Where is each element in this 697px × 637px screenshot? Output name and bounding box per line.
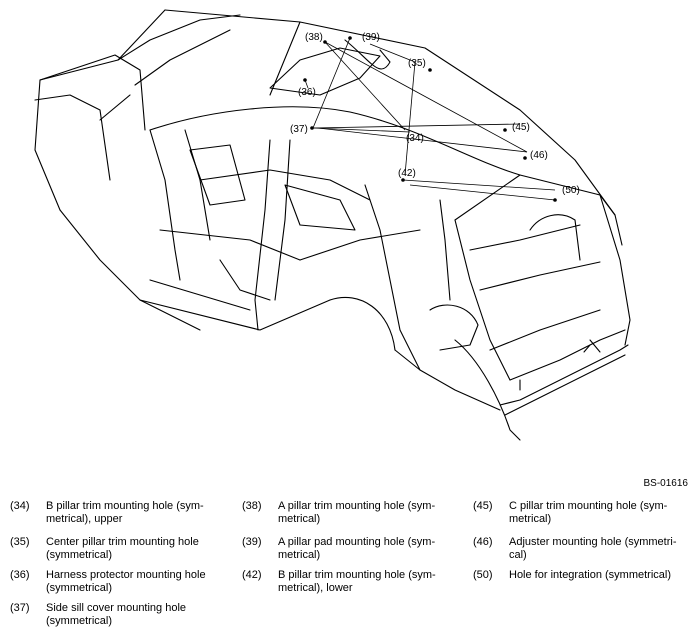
callout-label-46: (46) (530, 150, 548, 161)
callout-label-42: (42) (398, 168, 416, 179)
legend-description: Adjuster mounting hole (symmetri- cal) (509, 536, 677, 561)
legend-description: Harness protector mounting hole (symmetr… (46, 569, 206, 594)
callout-label-38: (38) (305, 32, 323, 43)
figure-code: BS-01616 (643, 478, 688, 489)
b-pillar (254, 139, 271, 331)
callout-label-34: (34) (406, 133, 424, 144)
legend-number: (46) (473, 536, 493, 548)
legend-number: (35) (10, 536, 30, 548)
a-pillar (149, 129, 181, 281)
side-sill (139, 299, 331, 331)
legend-number: (36) (10, 569, 30, 581)
legend-description: A pillar pad mounting hole (sym- metrica… (278, 536, 436, 561)
callout-label-50: (50) (562, 185, 580, 196)
callout-label-45: (45) (512, 122, 530, 133)
legend-description: Side sill cover mounting hole (symmetric… (46, 602, 187, 627)
rear-opening (454, 174, 616, 221)
sunroof-opening (269, 47, 381, 96)
legend-description: B pillar trim mounting hole (sym- metric… (46, 500, 204, 525)
legend-number: (38) (242, 500, 262, 512)
legend-description: Center pillar trim mounting hole (symmet… (46, 536, 199, 561)
legend-number: (37) (10, 602, 30, 614)
legend: (34) B pillar trim mounting hole (sym- m… (0, 500, 697, 637)
callout-label-35: (35) (408, 58, 426, 69)
rear-wheel-arch (329, 296, 396, 351)
legend-description: C pillar trim mounting hole (sym- metric… (509, 500, 668, 525)
legend-number: (45) (473, 500, 493, 512)
roof-outline (164, 9, 623, 246)
legend-description: Hole for integration (symmetrical) (509, 569, 671, 581)
callout-label-36: (36) (298, 87, 316, 98)
legend-description: B pillar trim mounting hole (sym- metric… (278, 569, 436, 594)
car-body-diagram: (38) (39) (35) (36) (37) (45) (34) (46) … (34, 9, 631, 441)
legend-description: A pillar trim mounting hole (sym- metric… (278, 500, 436, 525)
legend-number: (50) (473, 569, 493, 581)
callout-label-37: (37) (290, 124, 308, 135)
callout-label-39: (39) (362, 32, 380, 43)
legend-number: (39) (242, 536, 262, 548)
legend-number: (34) (10, 500, 30, 512)
legend-number: (42) (242, 569, 262, 581)
c-pillar (364, 184, 421, 371)
